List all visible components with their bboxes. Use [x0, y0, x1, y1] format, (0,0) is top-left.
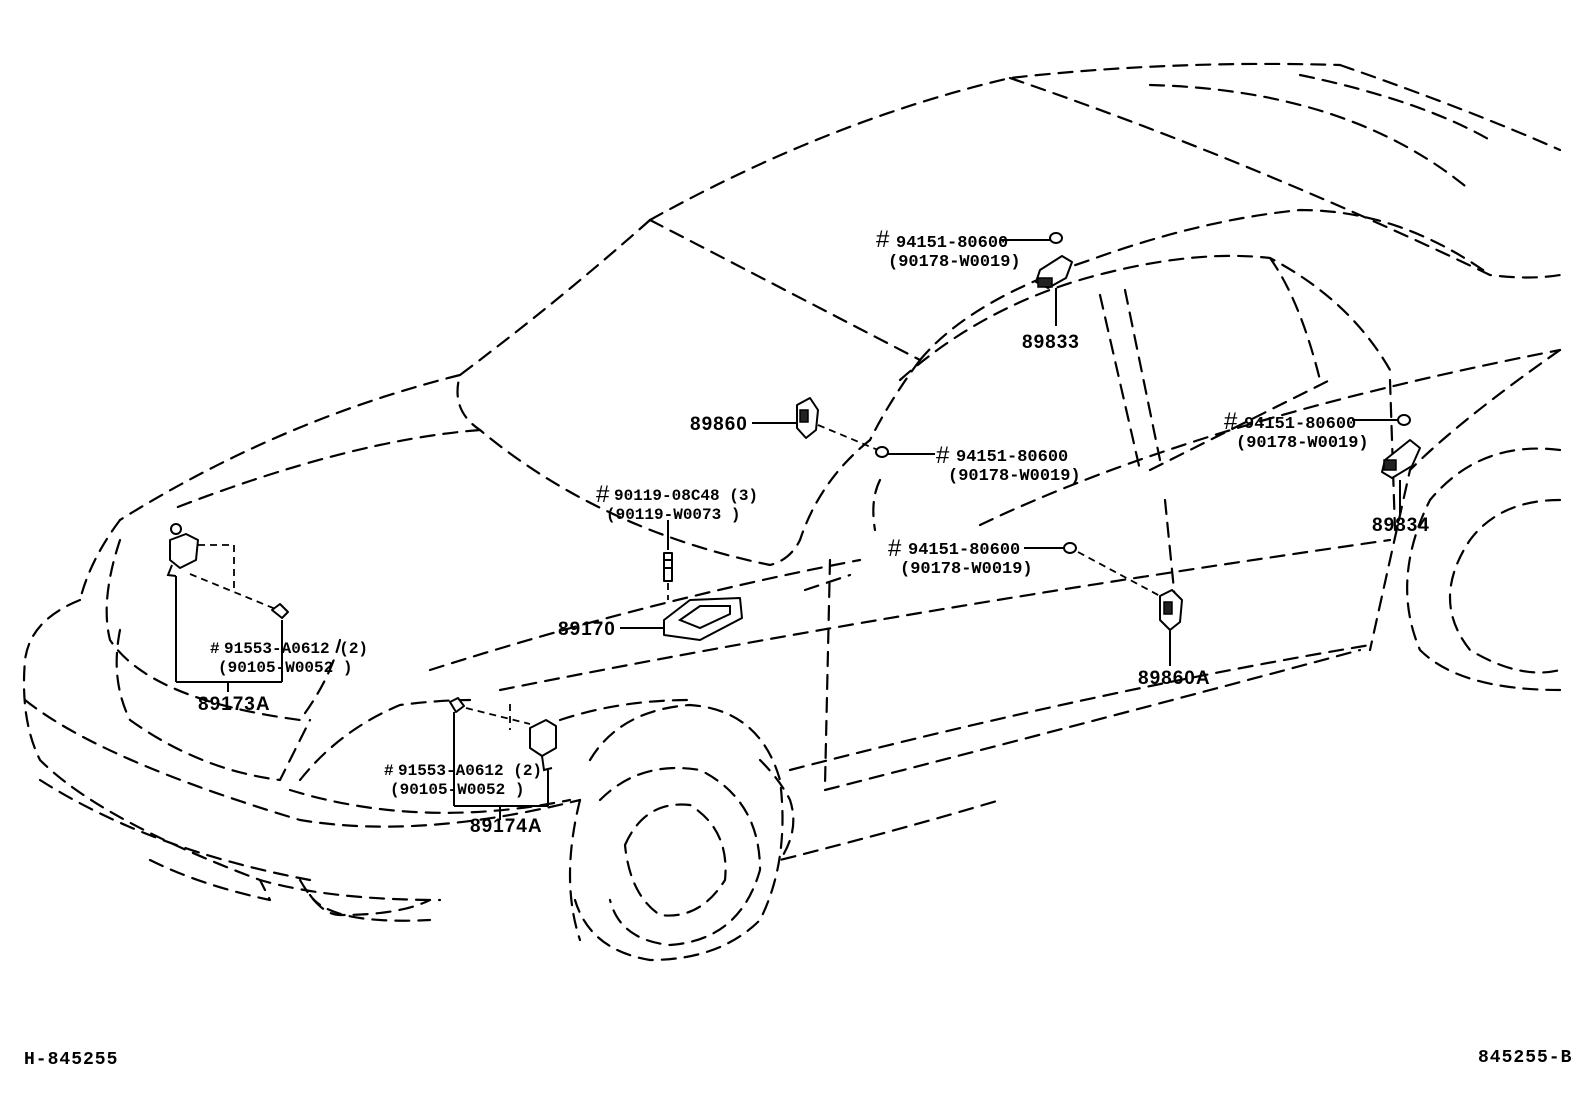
- label-89174A: 89174A: [470, 816, 543, 837]
- label-left-screw: 91553-A0612 (2): [224, 640, 368, 658]
- hash-mark-right-screw: #: [384, 762, 394, 780]
- label-a-pillar-nut-alt: (90178-W0019): [948, 467, 1081, 486]
- rear-sensor-89834: [1352, 414, 1421, 514]
- label-89173A: 89173A: [198, 694, 271, 715]
- part-labels: # 94151-80600 (90178-W0019) 89833 89860 …: [198, 226, 1430, 837]
- label-89860: 89860: [690, 414, 748, 435]
- side-sensor-89860: [752, 397, 879, 451]
- hash-mark-bolt: #: [596, 481, 610, 508]
- label-left-screw-alt: (90105-W0052 ): [218, 659, 352, 677]
- label-a-pillar-nut: 94151-80600: [956, 448, 1068, 467]
- control-module-89170: [620, 520, 743, 641]
- front-sensor-89173A: [166, 523, 289, 692]
- footer-left-code: H-845255: [24, 1050, 118, 1070]
- label-rear-nut: 94151-80600: [1244, 415, 1356, 434]
- label-89860A: 89860A: [1138, 668, 1211, 689]
- label-mid-nut-alt: (90178-W0019): [900, 560, 1033, 579]
- hash-mark-mid: #: [888, 535, 902, 562]
- label-mid-nut: 94151-80600: [908, 541, 1020, 560]
- hash-mark-rear: #: [1224, 408, 1238, 435]
- label-bolt: 90119-08C48 (3): [614, 487, 758, 505]
- hash-mark-left-screw: #: [210, 640, 220, 658]
- hash-mark-roof: #: [876, 226, 890, 253]
- hash-mark-a-pillar: #: [936, 442, 950, 469]
- side-sensor-89860A: [1024, 542, 1183, 666]
- label-right-screw-alt: (90105-W0052 ): [390, 781, 524, 799]
- roof-sensor-89833: [1035, 232, 1073, 326]
- footer-right-code: 845255-B: [1478, 1048, 1572, 1068]
- label-89834: 89834: [1372, 515, 1430, 536]
- label-89170: 89170: [558, 619, 616, 640]
- label-roof-nut: 94151-80600: [896, 234, 1008, 253]
- label-bolt-alt: (90119-W0073 ): [606, 506, 740, 524]
- label-right-screw: 91553-A0612 (2): [398, 762, 542, 780]
- nut-a-pillar: [875, 446, 935, 458]
- label-rear-nut-alt: (90178-W0019): [1236, 434, 1369, 453]
- label-89833: 89833: [1022, 332, 1080, 353]
- label-roof-nut-alt: (90178-W0019): [888, 253, 1021, 272]
- front-sensor-89174A: [449, 697, 557, 820]
- car-outline: [22, 62, 1562, 962]
